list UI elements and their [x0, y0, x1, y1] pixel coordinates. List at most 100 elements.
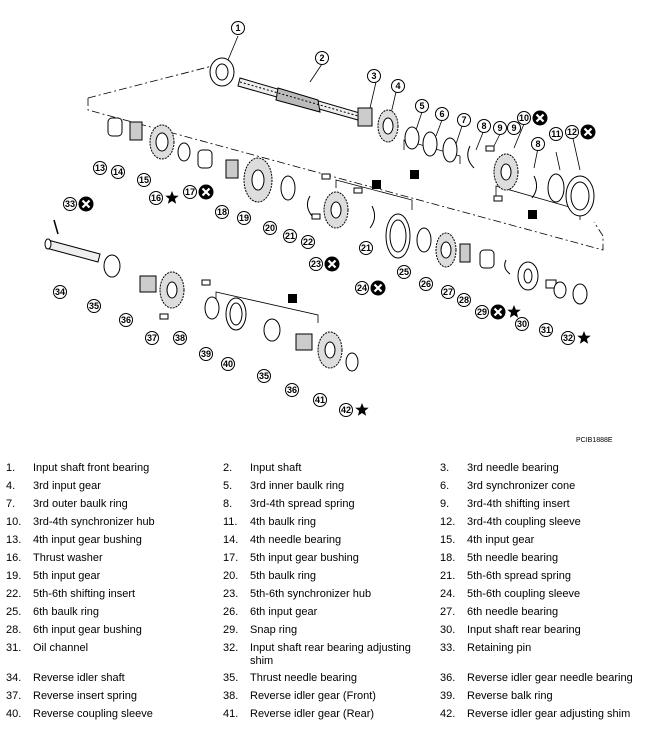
legend-item-label: Reverse idler gear adjusting shim: [467, 708, 631, 720]
legend-item-label: 5th input gear: [33, 570, 101, 582]
legend-item-number: 31.: [6, 642, 22, 654]
callout-number: 25: [399, 267, 409, 277]
thrust-needle-bearing: [103, 254, 121, 278]
callout-number: 20: [265, 223, 275, 233]
callout-number: 35: [89, 301, 99, 311]
input-shaft-rear-bearing: [517, 261, 539, 291]
callout-number: 5: [419, 101, 424, 111]
input-shaft-front-bearing: [209, 57, 235, 87]
legend-item-label: Reverse balk ring: [467, 690, 553, 702]
input-shaft-rear-bearing-adjusting-shim: [572, 283, 588, 305]
legend-item-label: Thrust needle bearing: [250, 672, 358, 684]
callout-number: 10: [519, 113, 529, 123]
not-reusable-mark-icon: [532, 110, 548, 126]
reverse-coupling-sleeve: [225, 297, 247, 331]
legend-item-number: 8.: [223, 498, 233, 510]
legend-item-label: 5th-6th shifting insert: [33, 588, 136, 600]
3rd-outer-baulk-ring: [442, 137, 458, 163]
callout-number: 22: [303, 237, 313, 247]
legend-item-number: 7.: [6, 498, 16, 510]
legend-item-label: 4th input gear: [467, 534, 535, 546]
reverse-balk-ring: [204, 296, 220, 320]
callout-41: 41: [313, 393, 327, 407]
callout-number: 42: [341, 405, 351, 415]
callout-4: 4: [391, 79, 405, 93]
legend-item-number: 12.: [440, 516, 456, 528]
callout-number: 15: [139, 175, 149, 185]
callout-17: 17: [183, 184, 214, 200]
4th-baulk-ring: [547, 173, 565, 203]
legend-item-number: 22.: [6, 588, 22, 600]
callout-number: 17: [185, 187, 195, 197]
parts: [44, 57, 595, 372]
callout-39: 39: [199, 347, 213, 361]
6th-needle-bearing: [459, 243, 471, 263]
reverse-idler-gear-needle-bearing: [139, 275, 157, 293]
callout-10: 10: [517, 110, 548, 126]
callout-36: 36: [119, 313, 133, 327]
callout-number: 13: [95, 163, 105, 173]
selective-part-star-icon: [355, 403, 369, 416]
5th-input-gear-bushing: [197, 149, 213, 169]
legend-item-label: Snap ring: [250, 624, 298, 636]
legend-item-number: 32.: [223, 642, 239, 654]
legend-item-label: Input shaft front bearing: [33, 462, 150, 474]
callout-number: 34: [55, 287, 65, 297]
legend-item-label: 4th needle bearing: [250, 534, 342, 546]
legend-item-number: 15.: [440, 534, 456, 546]
callout-number: 39: [201, 349, 211, 359]
callout-7: 7: [457, 113, 471, 127]
legend-item-number: 36.: [440, 672, 456, 684]
legend-item-label: 4th input gear bushing: [33, 534, 142, 546]
exploded-view-diagram: 1234567891011121314151617181920212223212…: [44, 21, 604, 417]
legend-item-label: Reverse idler gear (Front): [250, 690, 376, 702]
callout-18: 18: [215, 205, 229, 219]
legend-item-label: 3rd-4th coupling sleeve: [467, 516, 581, 528]
callout-number: 30: [517, 319, 527, 329]
3rd-4th-shifting-insert: [485, 145, 495, 152]
callout-number: 27: [443, 287, 453, 297]
callout-3: 3: [367, 69, 381, 83]
callout-number: 28: [459, 295, 469, 305]
reverse-idler-gear-rear: [317, 331, 343, 369]
callout-number: 41: [315, 395, 325, 405]
legend-item-number: 25.: [6, 606, 22, 618]
callout-number: 18: [217, 207, 227, 217]
legend-item-number: 23.: [223, 588, 239, 600]
callout-33: 33: [63, 196, 94, 212]
legend-item-label: Reverse idler gear needle bearing: [467, 672, 633, 684]
callout-8: 8: [477, 119, 491, 133]
callout-number: 29: [477, 307, 487, 317]
callout-1: 1: [231, 21, 245, 35]
legend-item-number: 11.: [223, 516, 238, 528]
legend-item-number: 5.: [223, 480, 233, 492]
callout-number: 36: [121, 315, 131, 325]
legend-item-label: 5th input gear bushing: [250, 552, 359, 564]
retaining-pin: [53, 219, 59, 235]
legend-item-number: 27.: [440, 606, 456, 618]
4th-input-gear: [149, 124, 175, 160]
callout-23: 23: [309, 256, 340, 272]
callout-5: 5: [415, 99, 429, 113]
callout-number: 21: [285, 231, 295, 241]
callout-number: 1: [235, 23, 240, 33]
legend-item-number: 28.: [6, 624, 22, 636]
callout-11: 11: [549, 127, 563, 141]
input-shaft: [237, 77, 373, 125]
4th-input-gear-bushing: [107, 117, 123, 137]
reverse-idler-gear-front: [159, 271, 185, 309]
5th-6th-shifting-insert: [311, 213, 321, 220]
legend-item-label: Input shaft: [250, 462, 302, 474]
legend-item-label: Oil channel: [33, 642, 89, 654]
not-reusable-mark-icon: [370, 280, 386, 296]
legend-item-label: Reverse idler gear (Rear): [250, 708, 375, 720]
callout-number: 12: [567, 127, 577, 137]
legend-item-number: 42.: [440, 708, 456, 720]
callout-35: 35: [87, 299, 101, 313]
legend-item-label: Reverse idler shaft: [33, 672, 125, 684]
4th-needle-bearing: [129, 121, 143, 141]
callout-28: 28: [457, 293, 471, 307]
callout-number: 26: [421, 279, 431, 289]
callout-number: 31: [541, 325, 551, 335]
